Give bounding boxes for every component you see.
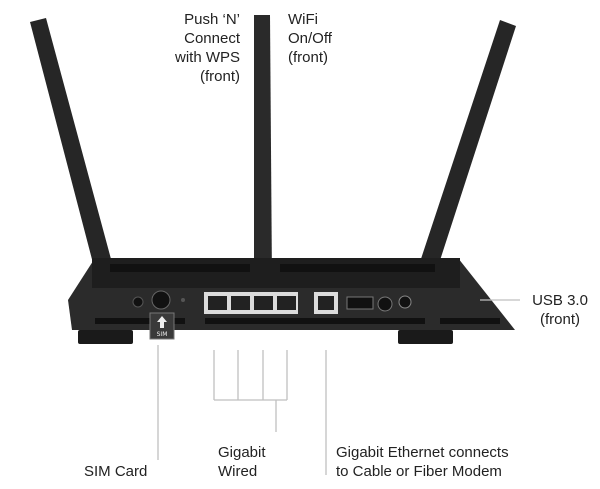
bottom-vents <box>95 318 500 324</box>
sim-indicator <box>181 298 185 302</box>
left-antenna <box>30 18 118 290</box>
right-antenna <box>414 20 516 285</box>
gigabit-wired-line1: Gigabit <box>218 444 266 461</box>
sim-arrow-icon <box>157 316 167 328</box>
right-foot <box>398 330 453 344</box>
sim-slot <box>149 312 175 340</box>
sim-slot-text: SIM <box>157 331 168 338</box>
usb-label-line2: (front) <box>539 311 580 328</box>
wps-label-line2: Connect <box>184 30 240 47</box>
wifi-label-line2: On/Off <box>288 30 332 47</box>
wifi-label-line3: (front) <box>288 49 329 66</box>
top-vents <box>110 264 435 272</box>
usb-label: USB 3.0 (front) <box>525 291 595 329</box>
power-button <box>377 296 393 312</box>
wan-port <box>314 292 338 314</box>
sim-card-label: SIM Card <box>84 463 148 480</box>
wps-label: Push ‘N’ Connect with WPS (front) <box>150 10 240 86</box>
wps-label-line1: Push ‘N’ <box>184 11 240 28</box>
ethernet-label-line2: to Cable or Fiber Modem <box>336 463 502 480</box>
usb-port <box>346 296 374 310</box>
sim-reset-hole <box>132 296 144 308</box>
sim-button <box>151 290 171 310</box>
gigabit-wired-label: Gigabit Wired <box>218 443 266 481</box>
callout-lines <box>157 299 520 475</box>
wps-label-line3: with WPS <box>174 49 240 66</box>
wps-label-line4: (front) <box>199 68 240 85</box>
gigabit-wired-line2: Wired <box>218 463 258 480</box>
usb-label-line1: USB 3.0 <box>532 292 588 309</box>
power-jack <box>398 295 412 309</box>
router-top-edge <box>92 258 460 288</box>
ethernet-label-line1: Gigabit Ethernet connects <box>336 444 509 461</box>
ethernet-label: Gigabit Ethernet connects to Cable or Fi… <box>336 443 509 481</box>
lan-ports <box>204 292 298 314</box>
center-antenna <box>254 15 272 282</box>
wifi-label: WiFi On/Off (front) <box>288 10 332 67</box>
wifi-label-line1: WiFi <box>288 11 318 28</box>
left-foot <box>78 330 133 344</box>
